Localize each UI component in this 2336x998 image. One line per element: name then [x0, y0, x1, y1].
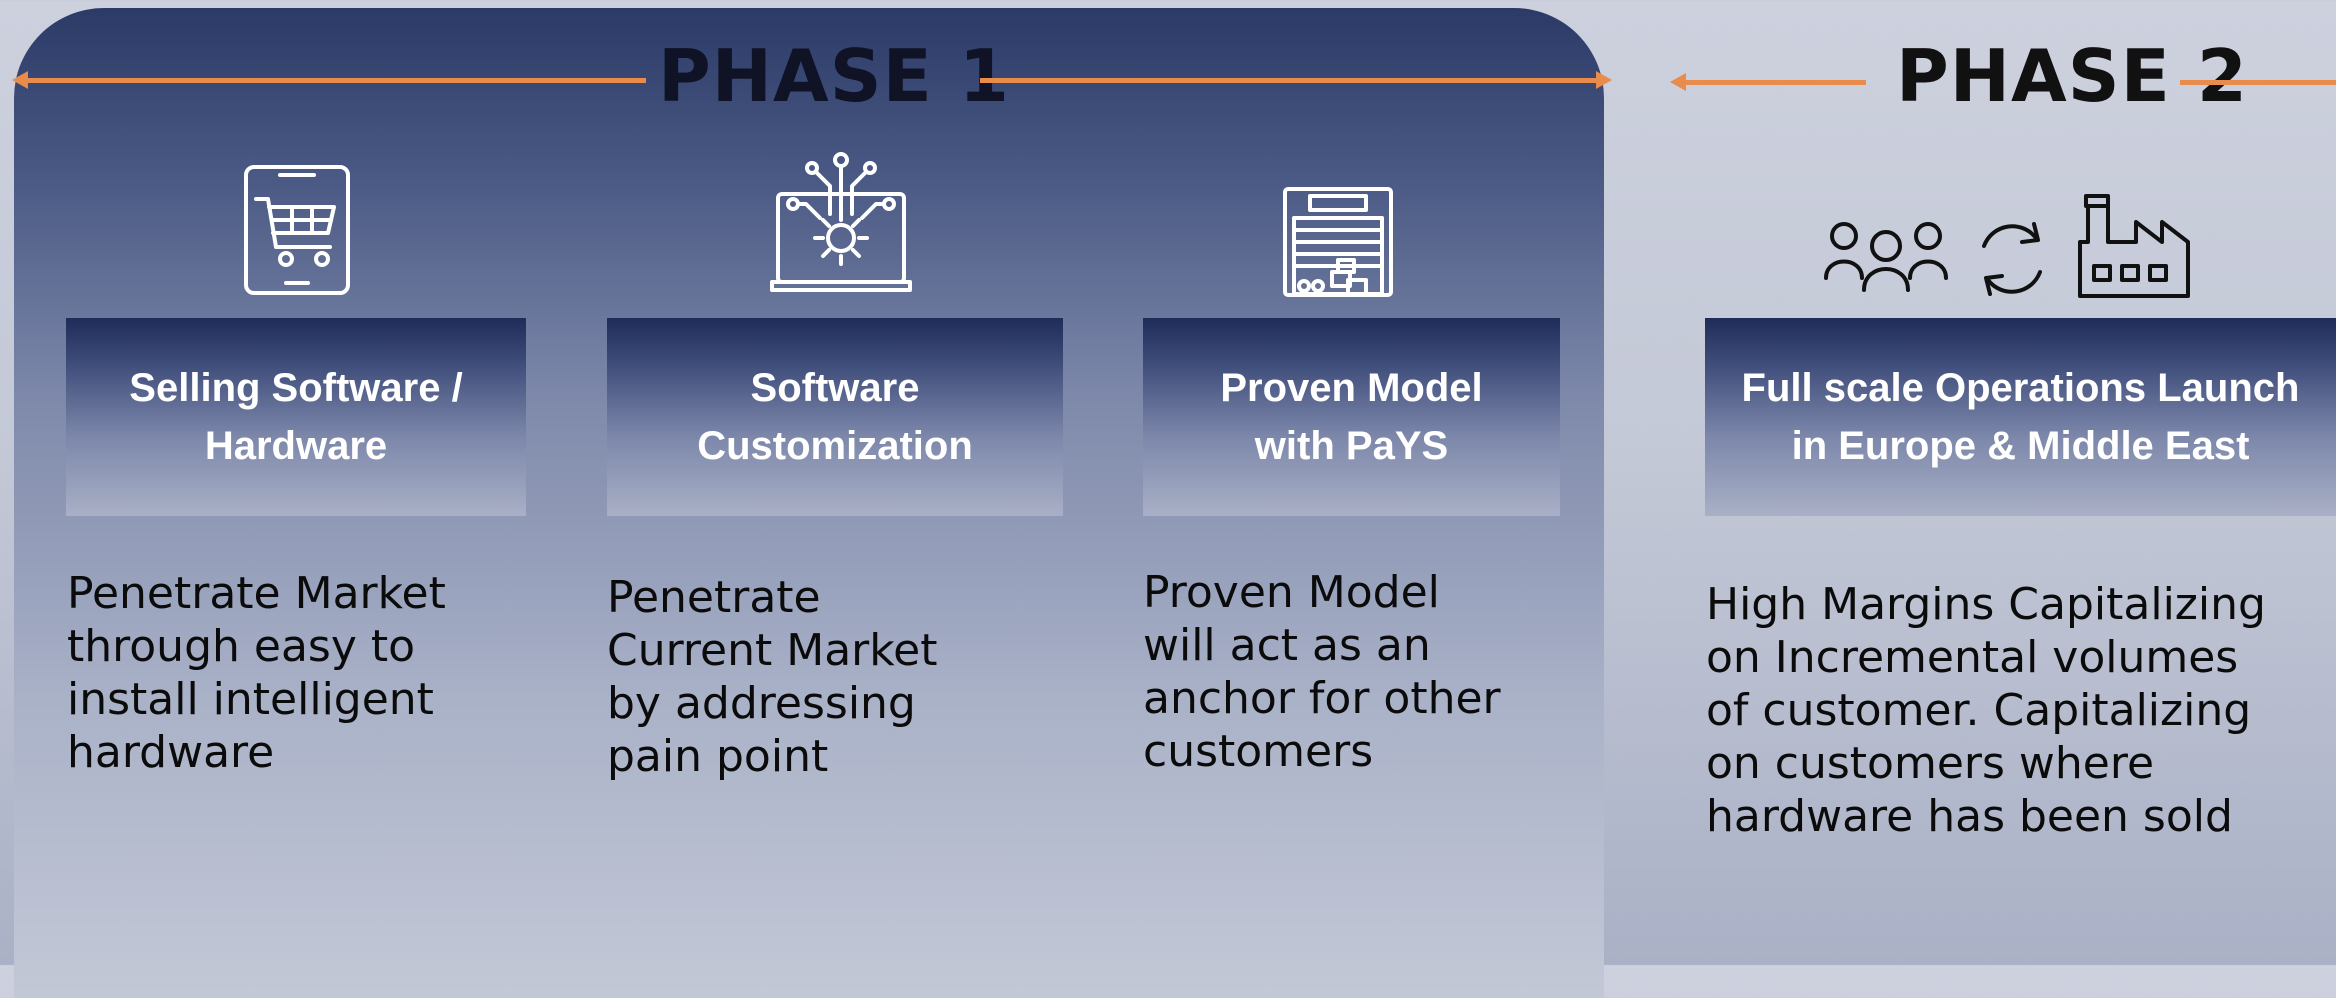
phase2-description: High Margins Capitalizing on Incremental… [1706, 579, 2266, 842]
factory-icon [2078, 192, 2190, 305]
phase2-left-arrow [1670, 73, 1866, 91]
card2-description: Penetrate Current Market by addressing p… [607, 572, 938, 782]
phase1-title: PHASE 1 [658, 34, 1010, 118]
refresh-cycle-icon [1970, 216, 2054, 307]
card1-description: Penetrate Market through easy to install… [67, 568, 446, 778]
laptop-gear-circuit-icon [770, 148, 912, 303]
phase2-header-text: Full scale Operations Launch in Europe &… [1741, 366, 2300, 468]
card3-header-text: Proven Model with PaYS [1220, 366, 1483, 468]
tablet-cart-icon [242, 163, 352, 302]
phase1-right-arrow [980, 71, 1612, 89]
card2-header: Software Customization [607, 318, 1063, 516]
card3-header: Proven Model with PaYS [1143, 318, 1560, 516]
phase2-right-arrow [2180, 80, 2336, 85]
card1-header: Selling Software / Hardware [66, 318, 526, 516]
card1-header-text: Selling Software / Hardware [129, 366, 463, 468]
card2-header-text: Software Customization [697, 366, 973, 468]
card3-description: Proven Model will act as an anchor for o… [1143, 567, 1501, 777]
warehouse-icon [1282, 186, 1394, 303]
phase2-title: PHASE 2 [1896, 34, 2248, 118]
phase1-left-arrow [12, 71, 646, 89]
people-group-icon [1824, 218, 1948, 297]
phase2-header: Full scale Operations Launch in Europe &… [1705, 318, 2336, 516]
